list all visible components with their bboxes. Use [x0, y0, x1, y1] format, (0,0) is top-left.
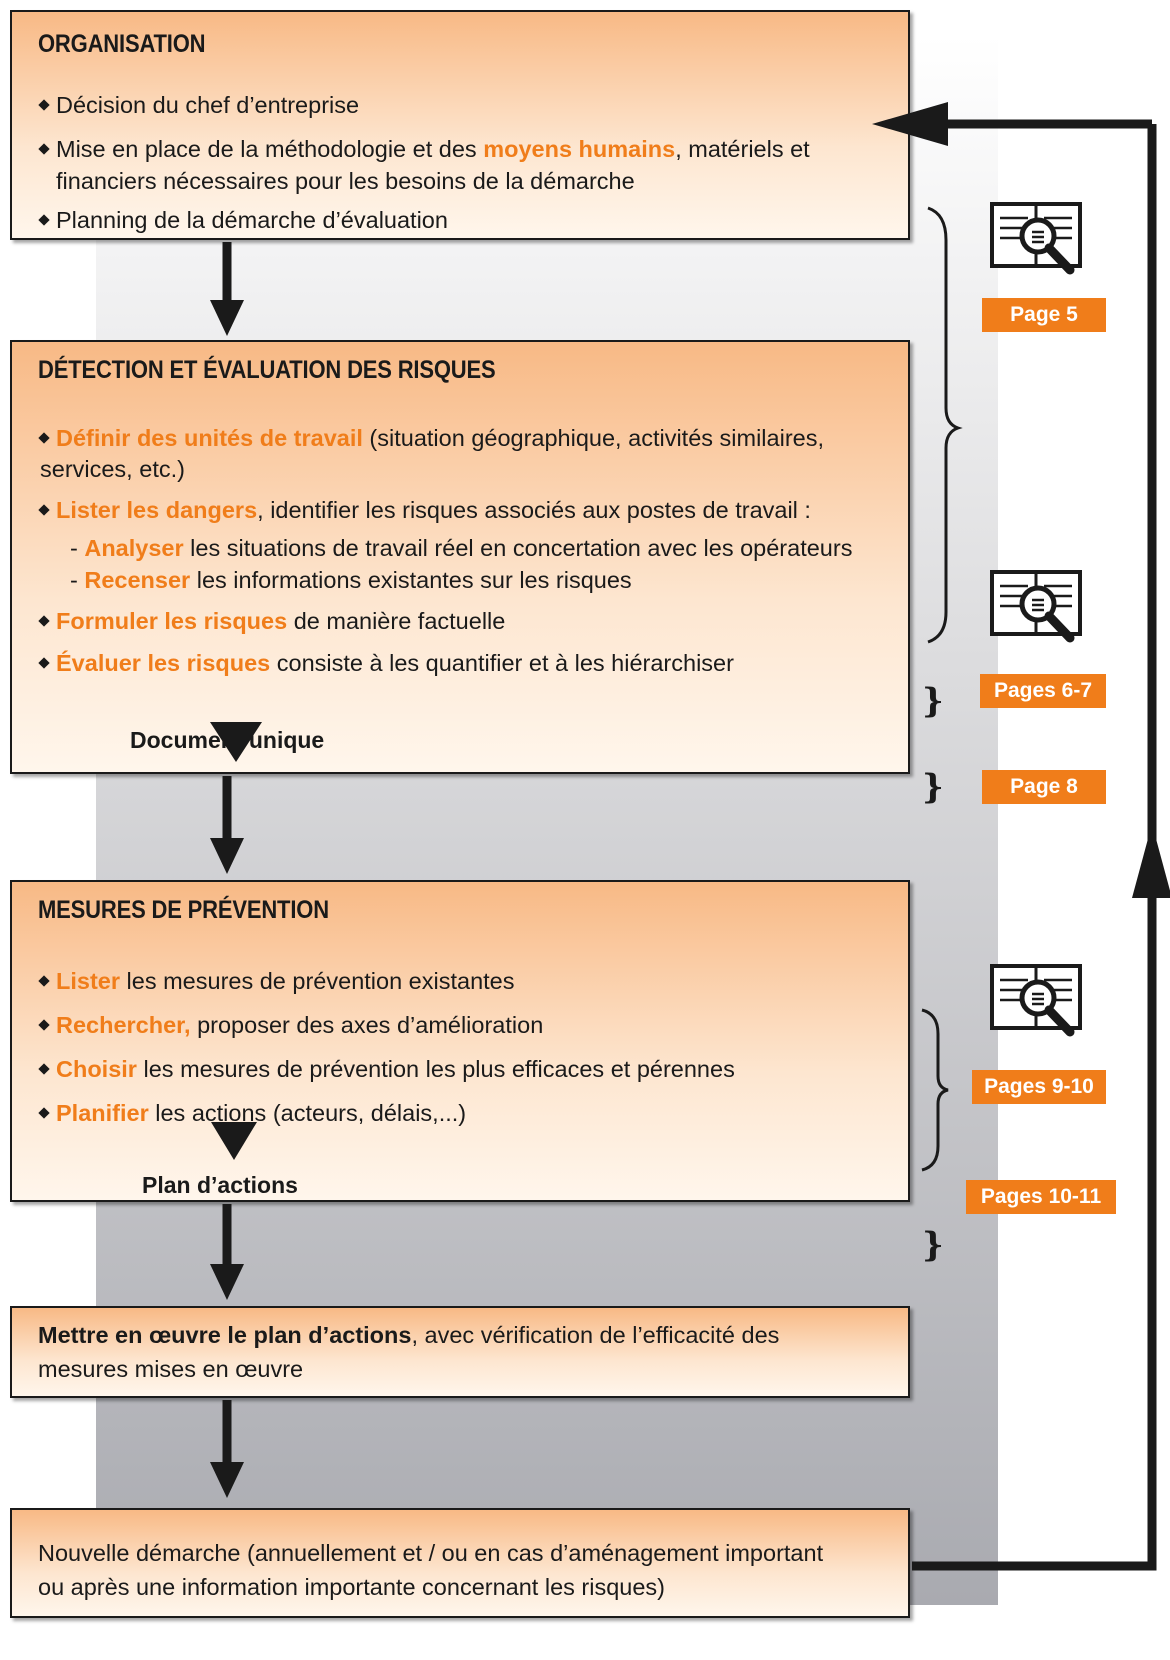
organisation-item-2-cont: financiers nécessaires pour les besoins … [56, 168, 635, 194]
organisation-item-3: Planning de la démarche d’évaluation [38, 205, 448, 235]
renew-box: Nouvelle démarche (annuellement et / ou … [10, 1508, 910, 1618]
down-arrow-2 [210, 776, 244, 874]
feedback-loop-arrow [872, 102, 1170, 1571]
brace-prevention [921, 1008, 949, 1172]
organisation-item-1: Décision du chef d’entreprise [38, 90, 359, 120]
down-arrow-4 [210, 1400, 244, 1498]
down-arrow-3 [210, 1204, 244, 1300]
small-brace: } [922, 767, 944, 807]
book-magnifier-icon [990, 202, 1082, 275]
prevention-result: Plan d’actions [142, 1172, 298, 1198]
small-down-arrow-2 [211, 1122, 257, 1160]
organisation-item-2: Mise en place de la méthodologie et des … [38, 134, 810, 164]
implement-line-2: mesures mises en œuvre [38, 1356, 304, 1382]
down-arrow-1 [210, 242, 244, 336]
prevention-item-3: Choisir les mesures de prévention les pl… [38, 1054, 735, 1084]
organisation-box: ORGANISATION Décision du chef d’entrepri… [10, 10, 910, 240]
prevention-item-4: Planifier les actions (acteurs, délais,.… [38, 1098, 466, 1128]
detection-item-1: Définir des unités de travail (situation… [38, 423, 824, 453]
small-brace: } [922, 681, 944, 721]
detection-item-1-cont: services, etc.) [40, 456, 185, 482]
detection-subitem-1: - Analyser les situations de travail rée… [70, 535, 853, 561]
detection-subitem-2: - Recenser les informations existantes s… [70, 567, 632, 593]
prevention-item-2: Rechercher, proposer des axes d’améliora… [38, 1010, 543, 1040]
small-down-arrow-1 [210, 722, 262, 762]
renew-line-1: Nouvelle démarche (annuellement et / ou … [38, 1540, 824, 1566]
page-ref-badge: Pages 10-11 [966, 1180, 1116, 1214]
page-ref-badge: Page 8 [982, 770, 1106, 804]
implement-box: Mettre en œuvre le plan d’actions, avec … [10, 1306, 910, 1398]
detection-title: DÉTECTION ET ÉVALUATION DES RISQUES [38, 356, 496, 384]
book-magnifier-icon [990, 570, 1082, 643]
detection-item-2: Lister les dangers, identifier les risqu… [38, 495, 811, 525]
small-brace: } [922, 1225, 944, 1265]
detection-item-4: Évaluer les risques consiste à les quant… [38, 648, 734, 678]
book-magnifier-icon [990, 964, 1082, 1037]
prevention-box: MESURES DE PRÉVENTION Lister les mesures… [10, 880, 910, 1202]
renew-line-2: ou après une information importante conc… [38, 1574, 666, 1600]
detection-item-3: Formuler les risques de manière factuell… [38, 606, 505, 636]
prevention-title: MESURES DE PRÉVENTION [38, 896, 329, 924]
page-ref-badge: Page 5 [982, 298, 1106, 332]
page-ref-badge: Pages 9-10 [972, 1070, 1106, 1104]
prevention-item-1: Lister les mesures de prévention existan… [38, 966, 515, 996]
detection-box: DÉTECTION ET ÉVALUATION DES RISQUES Défi… [10, 340, 910, 774]
big-brace [927, 206, 963, 644]
organisation-title: ORGANISATION [38, 30, 206, 58]
implement-line-1: Mettre en œuvre le plan d’actions, avec … [38, 1322, 780, 1348]
page-ref-badge: Pages 6-7 [980, 674, 1106, 708]
